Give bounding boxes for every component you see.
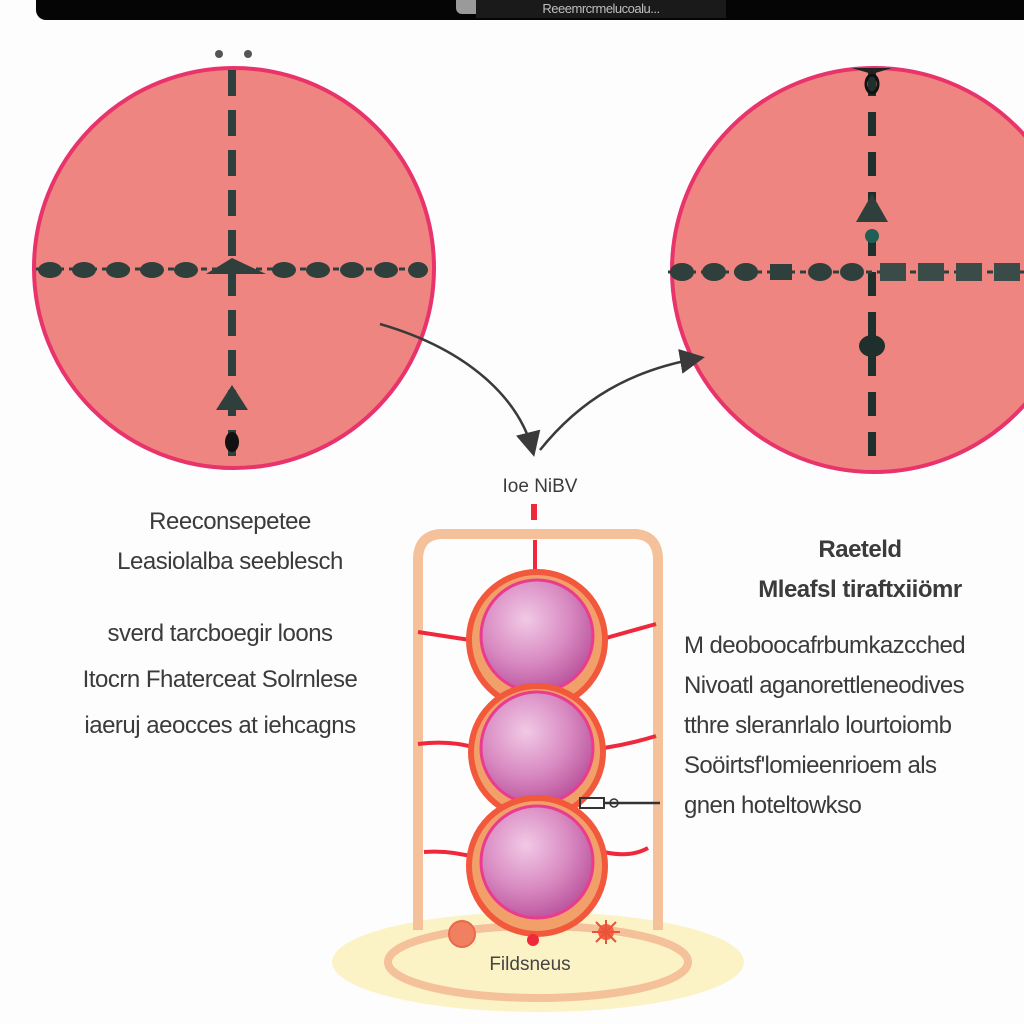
right-circle-diagram	[668, 66, 1024, 474]
base-red-dot	[527, 934, 539, 946]
left-up-arrow-icon	[216, 385, 248, 410]
right-node	[865, 229, 879, 243]
left-to-center-arrow	[379, 322, 541, 457]
apparatus-frame	[413, 529, 663, 930]
left-body-line-2: Itocrn Fhaterceat Solrnlese	[82, 666, 358, 693]
right-top-node	[864, 73, 880, 95]
top-bar-tab[interactable]	[456, 0, 476, 14]
probe-icon	[579, 797, 660, 809]
base-particle	[448, 920, 476, 948]
left-body-line-1: sverd tarcboegir loons	[107, 620, 333, 647]
left-axis-markers	[38, 262, 428, 278]
left-body-line-3: iaeruj aeocces at iehcagns	[84, 712, 356, 739]
base-label: Fildsneus	[489, 954, 571, 975]
center-top-label: Ioe NiBV	[502, 476, 578, 497]
right-up-arrow-icon	[856, 194, 888, 222]
right-node	[859, 335, 885, 357]
right-body-line-1: M deoboocafrbumkazcched	[684, 632, 966, 659]
right-heading-line-1: Raeteld	[818, 536, 902, 563]
left-top-dot	[215, 50, 223, 58]
right-body-line-2: Nivoatl aganorettleneodives	[684, 672, 965, 699]
right-body-line-4: Soöirtsf'lomieenrioem als	[684, 752, 937, 779]
base-spark-icon	[592, 920, 620, 944]
left-center-pivot-icon	[206, 258, 266, 274]
right-body-line-3: tthre sleranrlalo lourtoiomb	[684, 712, 952, 739]
left-bottom-node	[225, 432, 239, 452]
sphere-bottom	[479, 804, 595, 920]
right-axis-markers	[670, 263, 1020, 281]
top-bar: Reeemrcrmelucoalu...	[36, 0, 1024, 20]
sphere-top	[479, 578, 595, 694]
right-body-line-5: gnen hoteltowkso	[684, 792, 862, 819]
left-heading-line-1: Reeconsepetee	[149, 508, 311, 535]
left-circle-diagram	[32, 50, 436, 470]
left-top-dot	[244, 50, 252, 58]
sphere-middle	[479, 690, 595, 806]
center-to-right-arrow	[539, 349, 705, 451]
top-bar-title: Reeemrcrmelucoalu...	[476, 0, 726, 18]
left-heading-line-2: Leasiolalba seeblesch	[117, 548, 343, 575]
right-top-cap-icon	[852, 68, 892, 74]
center-apparatus	[332, 504, 744, 1012]
right-heading-line-2: Mleafsl tiraftxiiömr	[758, 576, 962, 603]
